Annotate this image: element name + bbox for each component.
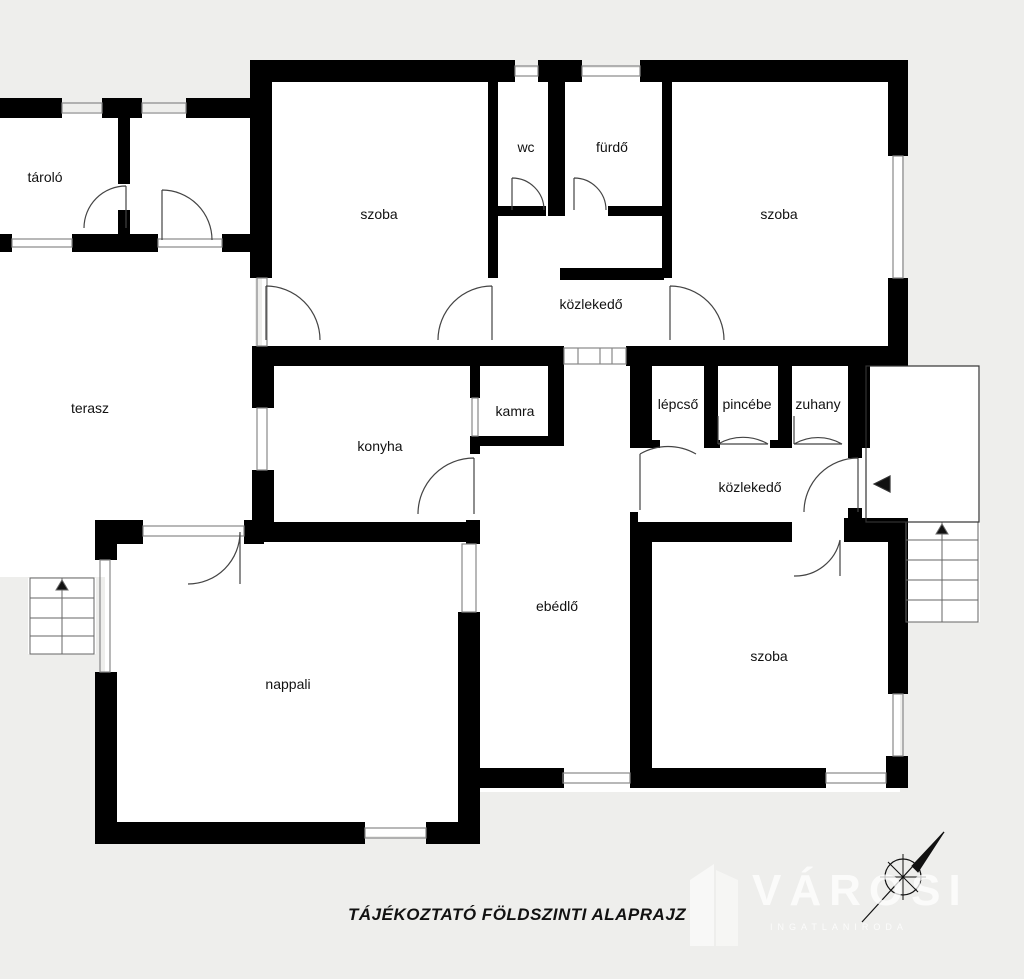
room-labels: tároló szoba wc fürdő szoba közlekedő te… [27, 139, 840, 692]
room-label-pincebe: pincébe [722, 396, 771, 412]
room-label-szoba-2: szoba [760, 206, 798, 222]
room-label-nappali: nappali [265, 676, 310, 692]
room-label-lepcso: lépcső [658, 396, 699, 412]
room-label-zuhany: zuhany [795, 396, 840, 412]
room-label-terasz: terasz [71, 400, 109, 416]
room-label-ebedlo: ebédlő [536, 598, 578, 614]
room-label-szoba-3: szoba [750, 648, 788, 664]
compass-rose-icon [861, 831, 945, 923]
watermark-name: VÁROSI [752, 866, 969, 915]
room-label-furdo: fürdő [596, 139, 628, 155]
windows [11, 65, 904, 839]
stairs-right [905, 521, 979, 623]
room-label-wc: wc [516, 139, 534, 155]
room-label-szoba-1: szoba [360, 206, 398, 222]
room-label-kozlekedo-1: közlekedő [559, 296, 622, 312]
doors [83, 177, 859, 585]
landing [865, 365, 980, 523]
room-label-konyha: konyha [357, 438, 402, 454]
building-logo-icon [686, 860, 742, 955]
room-label-tarolo: tároló [27, 169, 62, 185]
walls [0, 60, 908, 844]
plan-title: TÁJÉKOZTATÓ FÖLDSZINTI ALAPRAJZ [348, 905, 687, 924]
watermark-subtitle: INGATLANIRODA [770, 922, 908, 932]
floor-areas [0, 68, 980, 836]
stairs-left [29, 577, 95, 655]
room-label-kozlekedo-2: közlekedő [718, 479, 781, 495]
room-label-kamra: kamra [496, 403, 535, 419]
